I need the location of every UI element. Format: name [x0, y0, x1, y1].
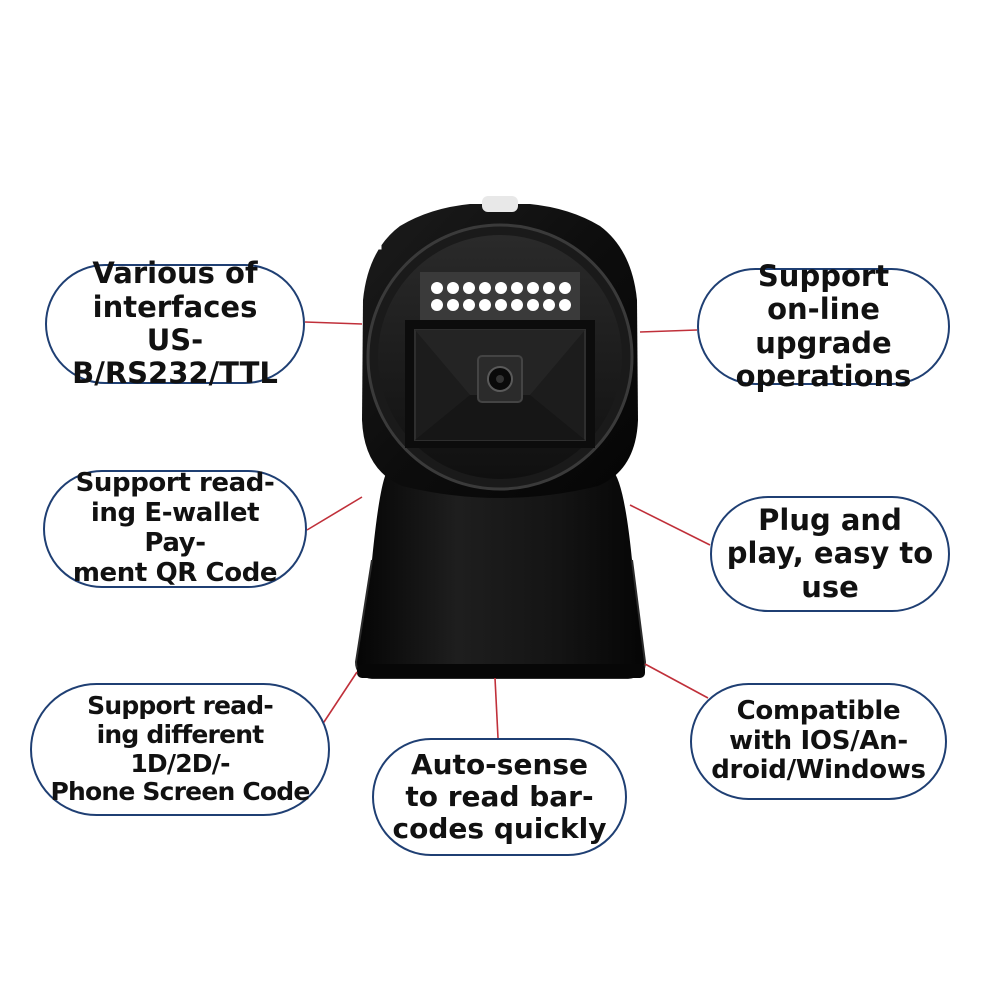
scanner-head [362, 196, 638, 498]
callout-ewallet: Support read- ing E-wallet Pay- ment QR … [43, 468, 307, 588]
callout-compatible-text: Compatible with IOS/An- droid/Windows [711, 695, 926, 786]
scanner-stand [354, 470, 647, 679]
led-array [431, 282, 571, 311]
callout-interfaces-text: Various of interfaces US- B/RS232/TTL [72, 256, 278, 391]
callout-compatible: Compatible with IOS/An- droid/Windows [690, 683, 947, 800]
callout-codes-text: Support read- ing different 1D/2D/- Phon… [50, 691, 310, 807]
callout-ewallet-text: Support read- ing E-wallet Pay- ment QR … [72, 468, 278, 588]
callout-plug-play-text: Plug and play, easy to use [726, 502, 934, 604]
callout-upgrade: Support on-line upgrade operations [697, 259, 950, 393]
callout-upgrade-text: Support on-line upgrade operations [735, 258, 912, 393]
callout-plug-play: Plug and play, easy to use [710, 496, 950, 612]
trigger-button-icon [482, 196, 518, 212]
callout-codes: Support read- ing different 1D/2D/- Phon… [30, 683, 330, 816]
callout-interfaces: Various of interfaces US- B/RS232/TTL [45, 257, 305, 390]
callout-auto-sense: Auto-sense to read bar- codes quickly [372, 738, 627, 856]
callout-auto-sense-text: Auto-sense to read bar- codes quickly [392, 747, 607, 846]
